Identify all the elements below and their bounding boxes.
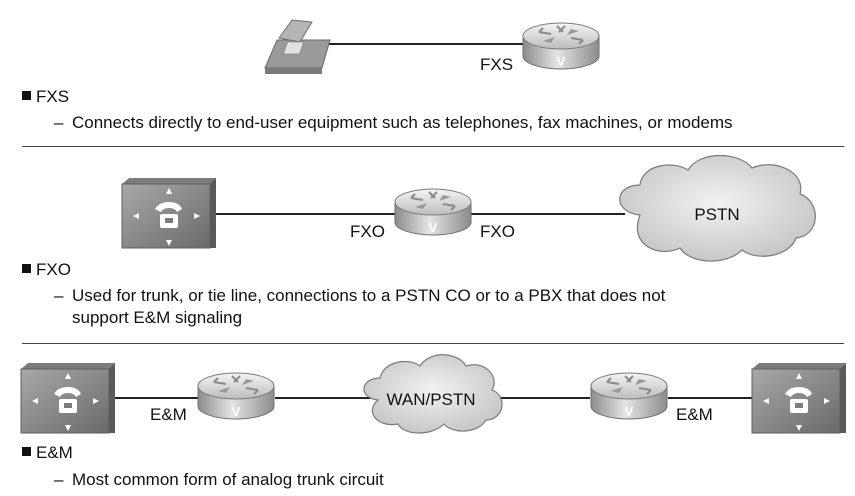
router-v-label: V (625, 404, 634, 419)
router-v-label: V (232, 404, 241, 419)
section-divider (22, 343, 844, 344)
dash-marker: – (54, 470, 64, 489)
fxo-port-label-right: FXO (480, 222, 515, 241)
fxs-heading: FXS (22, 86, 69, 108)
section-divider (22, 146, 844, 147)
voice-router-icon: V (197, 372, 275, 420)
em-port-label-left: E&M (150, 405, 187, 424)
fxs-description: –Connects directly to end-user equipment… (54, 113, 733, 132)
dash-marker: – (54, 113, 64, 132)
fxo-heading-text: FXO (36, 260, 71, 279)
wan-cloud-icon: WAN/PSTN (363, 354, 503, 434)
voice-router-icon: V (394, 188, 472, 236)
em-port-label-right: E&M (676, 405, 713, 424)
telephone-icon (264, 19, 331, 74)
fxo-heading: FXO (22, 259, 71, 281)
voice-router-icon: V (590, 372, 668, 420)
fxs-heading-text: FXS (36, 87, 70, 106)
pstn-cloud-icon: PSTN (619, 154, 816, 262)
dash-marker: – (54, 286, 64, 305)
fxs-port-label: FXS (480, 55, 513, 74)
bullet-marker (22, 91, 31, 100)
em-heading-text: E&M (36, 443, 73, 462)
router-v-label: V (557, 54, 566, 69)
pbx-icon (751, 362, 847, 434)
fxo-description-line-2: support E&M signaling (72, 308, 243, 327)
router-v-label: V (429, 220, 438, 235)
bullet-marker (22, 447, 31, 456)
em-description: –Most common form of analog trunk circui… (54, 470, 384, 489)
pbx-icon (20, 362, 116, 434)
fxo-description-line-1: –Used for trunk, or tie line, connection… (54, 286, 666, 305)
em-heading: E&M (22, 442, 73, 464)
wan-cloud-label: WAN/PSTN (386, 390, 475, 409)
voice-router-icon: V (522, 22, 600, 70)
bullet-marker (22, 264, 31, 273)
pbx-icon (121, 177, 217, 249)
fxo-port-label-left: FXO (350, 222, 385, 241)
pstn-cloud-label: PSTN (694, 205, 739, 224)
